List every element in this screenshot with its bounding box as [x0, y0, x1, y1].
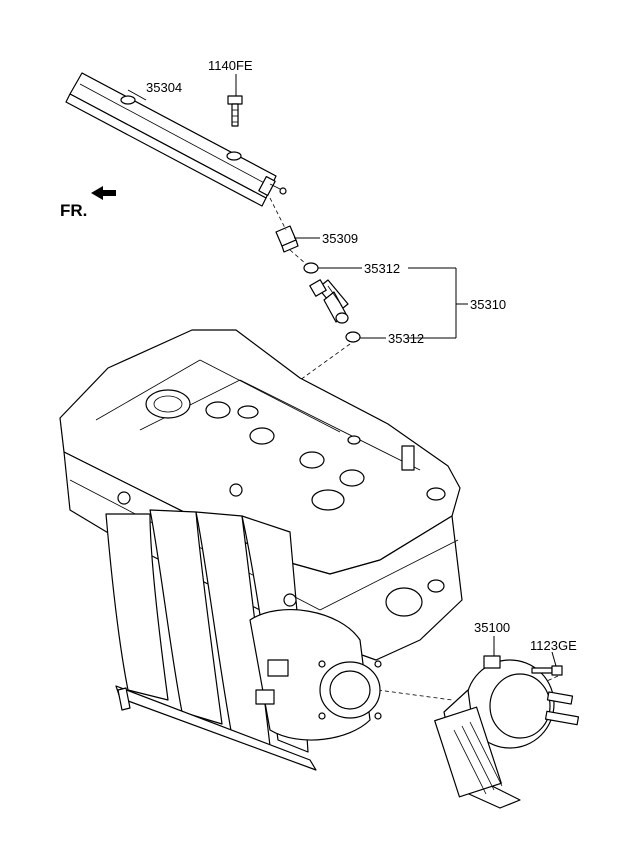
front-label: FR.	[60, 201, 87, 220]
engine-assembly	[59, 329, 463, 771]
label-rail-bolt: 1140FE	[208, 58, 253, 73]
seal-upper[interactable]	[303, 262, 319, 274]
front-arrow-icon	[91, 186, 116, 200]
label-seal-lower: 35312	[388, 331, 424, 346]
throttle-bolt[interactable]	[531, 665, 563, 676]
label-seal-upper: 35312	[364, 261, 400, 276]
guide-line-throttle	[377, 689, 453, 701]
leader-1123GE	[551, 651, 557, 667]
label-injector-assy: 35310	[470, 297, 506, 312]
fuel-rail[interactable]	[65, 72, 287, 207]
guide-line-clip-seal	[289, 249, 307, 265]
label-throttle-bolt: 1123GE	[530, 638, 577, 653]
label-fuel-rail: 35304	[146, 80, 182, 95]
leader-35304	[127, 89, 147, 101]
label-clip: 35309	[322, 231, 358, 246]
rail-bolt[interactable]	[227, 95, 243, 127]
seal-lower[interactable]	[345, 331, 361, 343]
label-throttle-body: 35100	[474, 620, 510, 635]
fuel-injector[interactable]	[309, 279, 349, 324]
front-direction-indicator: FR.	[60, 186, 116, 220]
throttle-body[interactable]	[434, 655, 580, 809]
injector-clip[interactable]	[275, 225, 299, 253]
guide-line-rail-clip	[269, 197, 287, 231]
